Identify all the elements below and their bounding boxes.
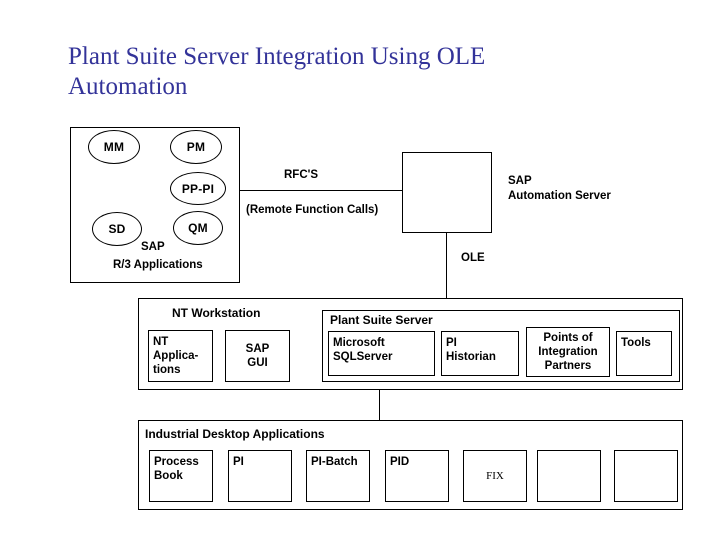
tools-label: Tools	[621, 337, 651, 349]
process-book-box[interactable]: Process Book	[149, 450, 213, 502]
page-title: Plant Suite Server Integration Using OLE…	[68, 43, 486, 100]
pid-box[interactable]: PID	[385, 450, 449, 502]
ole-label: OLE	[461, 252, 485, 264]
sap-gui-box[interactable]: SAP GUI	[225, 330, 290, 382]
microsoft-sqlserver-box[interactable]: Microsoft SQLServer	[328, 331, 435, 376]
tools-box[interactable]: Tools	[616, 331, 672, 376]
plant-suite-server-title: Plant Suite Server	[330, 313, 433, 327]
pi-box[interactable]: PI	[228, 450, 292, 502]
industrial-desktop-container	[138, 420, 683, 510]
microsoft-sqlserver-label: Microsoft SQLServer	[333, 337, 393, 363]
sap-r3-applications-box	[70, 127, 240, 283]
pi-batch-box[interactable]: PI-Batch	[306, 450, 370, 502]
sap-automation-server-label: SAP Automation Server	[508, 175, 611, 202]
module-oval-mm[interactable]: MM	[88, 130, 140, 164]
rfc-sublabel: (Remote Function Calls)	[246, 204, 379, 216]
nt-applications-label: NT Applica- tions	[153, 336, 199, 376]
rfc-label: RFC'S	[284, 169, 319, 181]
nt-applications-box[interactable]: NT Applica- tions	[148, 330, 213, 382]
empty-app-box-2[interactable]	[614, 450, 678, 502]
points-of-integration-partners-label: Points of Integration Partners	[538, 332, 598, 372]
rfc-connector-line	[240, 190, 403, 191]
pi-batch-label: PI-Batch	[311, 456, 358, 468]
sap-r3-caption-line2: R/3 Applications	[113, 259, 203, 271]
tier2-tier3-connector-line	[379, 390, 380, 420]
process-book-label: Process Book	[154, 456, 199, 482]
pid-label: PID	[390, 456, 410, 468]
ole-connector-line	[446, 233, 447, 299]
fix-box[interactable]: FIX	[463, 450, 527, 502]
plant-suite-server-box	[322, 310, 680, 382]
module-oval-sd[interactable]: SD	[92, 212, 142, 246]
nt-workstation-title: NT Workstation	[172, 306, 261, 320]
sap-r3-caption-line1: SAP	[141, 241, 165, 253]
points-of-integration-partners-box[interactable]: Points of Integration Partners	[526, 327, 610, 377]
tier2-container	[138, 298, 683, 390]
industrial-desktop-title: Industrial Desktop Applications	[145, 427, 325, 441]
fix-label: FIX	[486, 470, 504, 482]
empty-app-box-1[interactable]	[537, 450, 601, 502]
pi-historian-label: PI Historian	[446, 337, 496, 363]
pi-label: PI	[233, 456, 244, 468]
pi-historian-box[interactable]: PI Historian	[441, 331, 519, 376]
module-oval-pp-pi[interactable]: PP-PI	[170, 172, 226, 205]
module-oval-qm[interactable]: QM	[173, 211, 223, 245]
module-oval-pm[interactable]: PM	[170, 130, 222, 164]
sap-automation-server-box[interactable]	[402, 152, 492, 233]
sap-gui-label: SAP GUI	[245, 343, 270, 369]
